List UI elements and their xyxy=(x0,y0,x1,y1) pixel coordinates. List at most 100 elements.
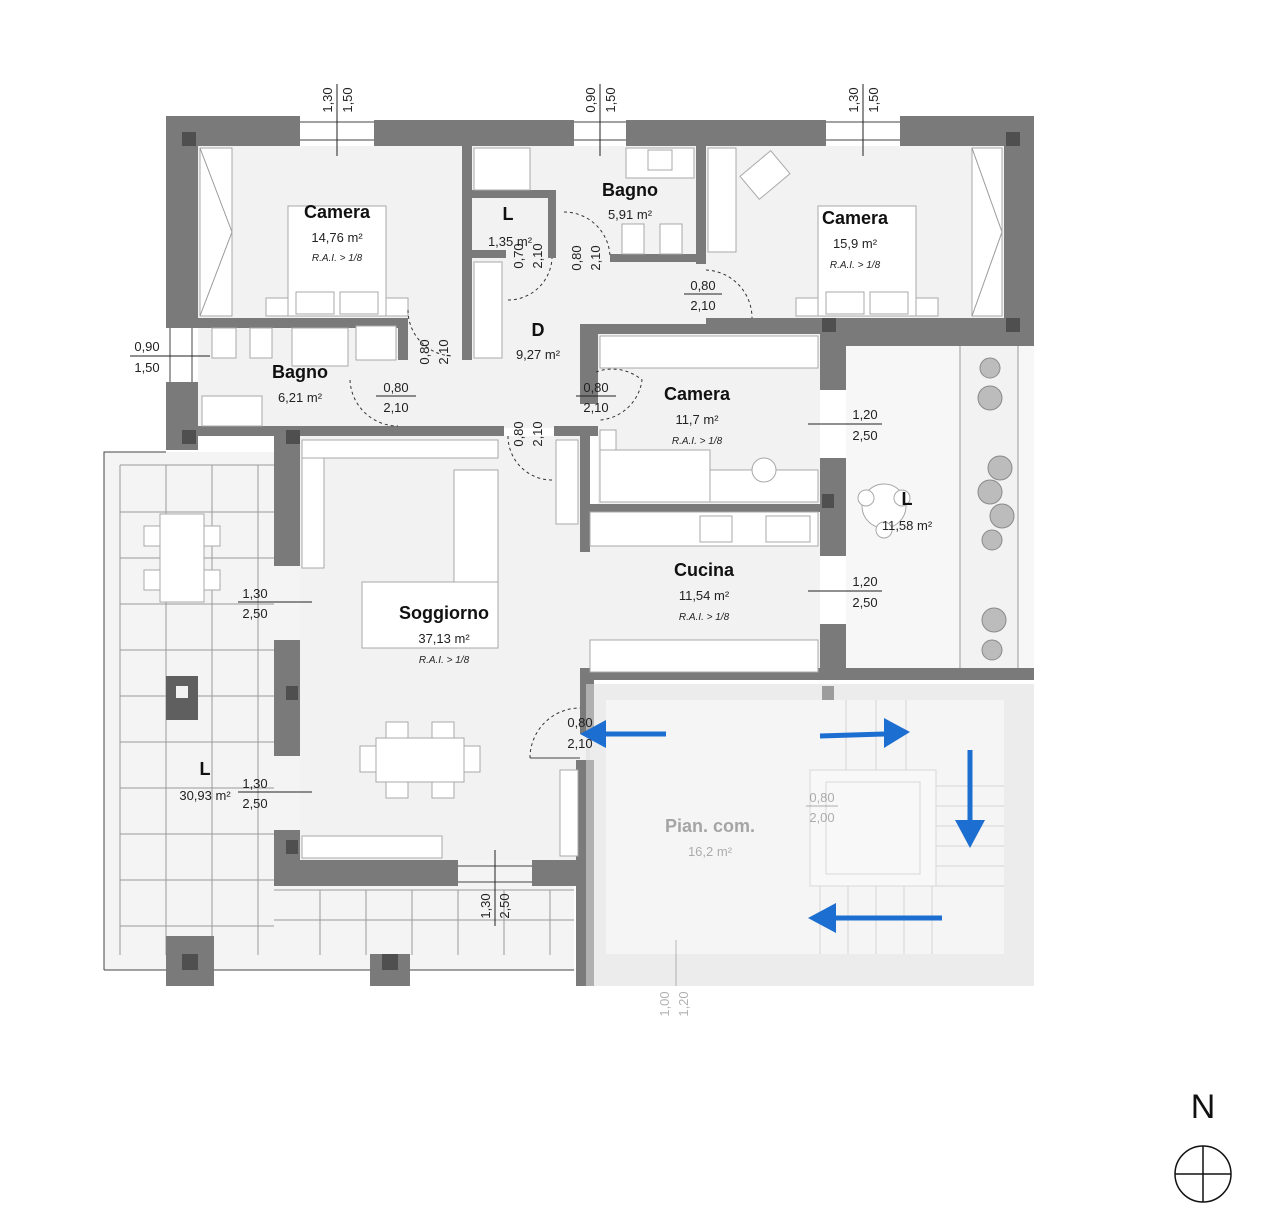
wall-north-2 xyxy=(374,120,574,146)
room-area-camera-nw: 14,76 m² xyxy=(311,230,363,245)
room-name-disimpegno: D xyxy=(532,320,545,340)
arrow-left-entrance xyxy=(580,720,666,748)
dim-win-top-right-w: 1,30 xyxy=(846,87,861,112)
wall-l-left xyxy=(462,146,472,360)
terrace-table xyxy=(159,513,205,603)
room-rai-camera-e: R.A.I. > 1/8 xyxy=(672,436,723,447)
dim-win-top-mid-h: 1,50 xyxy=(603,87,618,112)
room-name-cucina: Cucina xyxy=(674,560,735,580)
room-rai-soggiorno: R.A.I. > 1/8 xyxy=(419,655,470,666)
wall-l-top xyxy=(472,190,556,198)
dim-win-stair-w: 1,00 xyxy=(657,991,672,1016)
wall-camera-e-top xyxy=(580,324,820,334)
dim-door-lift-h: 2,00 xyxy=(809,810,834,825)
shower-bagno-w xyxy=(291,327,349,367)
room-name-l-closet: L xyxy=(503,204,514,224)
wall-south-1 xyxy=(274,860,458,886)
dim-door-l-w: 0,70 xyxy=(511,243,526,268)
dim-win-sogg-w2-h: 2,50 xyxy=(242,796,267,811)
dim-door-bagno-w-h-h: 2,10 xyxy=(383,400,408,415)
room-area-soggiorno: 37,13 m² xyxy=(418,631,470,646)
room-area-bagno-w: 6,21 m² xyxy=(278,390,323,405)
room-area-l-closet: 1,35 m² xyxy=(488,234,533,249)
wall-camera-e-bottom xyxy=(590,504,820,512)
wall-camera-e-left xyxy=(580,324,598,404)
furniture xyxy=(143,147,1019,859)
room-area-camera-e: 11,7 m² xyxy=(675,412,719,427)
wall-bagno-n-bottom xyxy=(610,254,706,262)
arrow-right-top xyxy=(819,718,910,748)
wall-soggiorno-top xyxy=(286,426,504,436)
dim-win-top-right-h: 1,50 xyxy=(866,87,881,112)
wall-north-3 xyxy=(626,120,826,146)
dim-win-top-left-h: 1,50 xyxy=(340,87,355,112)
dining-table xyxy=(375,737,465,783)
dim-win-bagno-w-h: 1,50 xyxy=(134,360,159,375)
room-name-camera-ne: Camera xyxy=(822,208,889,228)
room-name-bagno-n: Bagno xyxy=(602,180,658,200)
shower-bagno-n xyxy=(473,147,531,191)
dim-door-bagno-n-w: 0,80 xyxy=(569,245,584,270)
north-label: N xyxy=(1191,1088,1216,1126)
dim-win-camera-e-h: 2,50 xyxy=(852,428,877,443)
wall-camera-nw-bottom xyxy=(166,318,406,328)
dim-door-ingresso-h: 2,10 xyxy=(567,736,592,751)
room-rai-cucina: R.A.I. > 1/8 xyxy=(679,612,730,623)
wall-bagno-w-right xyxy=(398,318,408,360)
dim-door-bagno-w-v-w: 0,80 xyxy=(417,339,432,364)
room-rai-camera-ne: R.A.I. > 1/8 xyxy=(830,260,881,271)
wall-l-right xyxy=(548,190,556,258)
wall-east-4 xyxy=(820,624,846,674)
dim-door-bagno-w-h-w: 0,80 xyxy=(383,380,408,395)
common-landing xyxy=(586,684,1034,986)
wall-bagno-n-right xyxy=(696,146,706,264)
room-area-cucina: 11,54 m² xyxy=(679,588,730,603)
room-name-loggia-e: L xyxy=(902,489,913,509)
corner-marks xyxy=(182,132,1020,970)
bed-camera-e xyxy=(599,449,711,503)
room-area-camera-ne: 15,9 m² xyxy=(833,236,878,251)
room-name-soggiorno: Soggiorno xyxy=(399,603,489,623)
room-area-loggia-w: 30,93 m² xyxy=(179,788,231,803)
arrow-down-right xyxy=(955,750,985,848)
circulation-arrows xyxy=(580,718,985,933)
dim-win-camera-e-w: 1,20 xyxy=(852,407,877,422)
doors xyxy=(349,211,753,759)
dim-door-bagno-w-v-h: 2,10 xyxy=(436,339,451,364)
room-name-camera-nw: Camera xyxy=(304,202,371,222)
dim-door-soggiorno-h: 2,10 xyxy=(530,421,545,446)
dim-win-stair-h: 1,20 xyxy=(676,991,691,1016)
dim-win-sogg-s-w: 1,30 xyxy=(478,893,493,918)
dim-door-camera-ne-w: 0,80 xyxy=(690,278,715,293)
wall-east-1 xyxy=(1004,116,1034,346)
room-labels: Camera 14,76 m² R.A.I. > 1/8 Bagno 5,91 … xyxy=(179,180,932,859)
dim-door-camera-ne-h: 2,10 xyxy=(690,298,715,313)
room-rai-camera-nw: R.A.I. > 1/8 xyxy=(312,253,363,264)
dim-door-camera-e-h: 2,10 xyxy=(583,400,608,415)
planters xyxy=(977,357,1015,661)
dim-win-top-mid-w: 0,90 xyxy=(583,87,598,112)
wall-west-1 xyxy=(166,116,198,328)
dim-win-sogg-s-h: 2,50 xyxy=(497,893,512,918)
room-area-pian-com: 16,2 m² xyxy=(688,844,733,859)
north-compass: N xyxy=(1174,1088,1232,1203)
dim-door-l-h: 2,10 xyxy=(530,243,545,268)
wall-camera-ne-bottom xyxy=(706,318,820,326)
room-name-loggia-w: L xyxy=(200,759,211,779)
wall-east-top-loggia xyxy=(820,318,1034,346)
dimension-labels: 1,30 1,50 0,90 1,50 1,30 1,50 0,90 1,50 … xyxy=(130,84,882,1017)
room-area-loggia-e: 11,58 m² xyxy=(882,518,933,533)
wall-l-bottom xyxy=(472,250,506,258)
arrow-left-bottom xyxy=(808,903,942,933)
wall-camera-e-left-2 xyxy=(580,436,590,552)
dim-win-bagno-w-w: 0,90 xyxy=(134,339,159,354)
dim-door-ingresso-w: 0,80 xyxy=(567,715,592,730)
stair xyxy=(675,700,1004,986)
dim-win-sogg-w1-h: 2,50 xyxy=(242,606,267,621)
dim-win-sogg-w1-w: 1,30 xyxy=(242,586,267,601)
room-area-disimpegno: 9,27 m² xyxy=(516,347,561,362)
room-area-bagno-n: 5,91 m² xyxy=(608,207,653,222)
dim-door-lift-w: 0,80 xyxy=(809,790,834,805)
dim-door-soggiorno-w: 0,80 xyxy=(511,421,526,446)
dim-win-cucina-h: 2,50 xyxy=(852,595,877,610)
